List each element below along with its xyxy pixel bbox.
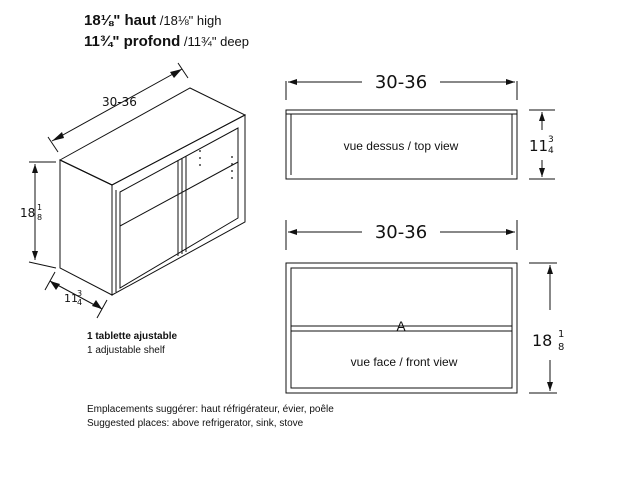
shelf-note-en: 1 adjustable shelf bbox=[87, 345, 165, 356]
iso-height-num: 1 bbox=[37, 203, 42, 212]
depth-spec: 11¾" profond /11¾" deep bbox=[84, 33, 249, 50]
iso-front-frame bbox=[111, 114, 246, 296]
front-view-opening bbox=[290, 267, 513, 389]
depth-spec-sub: /11¾" deep bbox=[180, 34, 250, 49]
iso-side-panel bbox=[59, 159, 113, 296]
front-height-den: 8 bbox=[558, 342, 564, 353]
top-depth-num: 3 bbox=[548, 135, 554, 145]
iso-shelf bbox=[119, 161, 239, 227]
suggested-places-en: Suggested places: above refrigerator, si… bbox=[87, 418, 304, 429]
shelf-arrow-glyph: A bbox=[396, 318, 406, 334]
top-view bbox=[285, 81, 555, 180]
front-height-whole: 18 bbox=[532, 331, 552, 350]
top-width-label: 30-36 bbox=[375, 72, 427, 93]
iso-width-label: 30-36 bbox=[102, 95, 137, 109]
iso-front-opening bbox=[119, 127, 239, 289]
height-spec-sub: /18⅛" high bbox=[156, 13, 222, 28]
height-spec: 18⅛" haut /18⅛" high bbox=[84, 12, 221, 29]
height-spec-main: 18⅛" haut bbox=[84, 12, 157, 29]
front-view-outline bbox=[285, 262, 518, 394]
iso-depth-den: 4 bbox=[77, 298, 82, 307]
iso-depth-whole: 11 bbox=[64, 292, 78, 305]
iso-height-whole: 18 bbox=[20, 206, 35, 220]
iso-cabinet bbox=[28, 62, 247, 319]
front-view-label: vue face / front view bbox=[351, 355, 458, 369]
top-depth-whole: 11 bbox=[529, 137, 548, 155]
shelf-note-fr: 1 tablette ajustable bbox=[87, 331, 178, 342]
iso-depth-num: 3 bbox=[77, 289, 82, 298]
front-width-label: 30-36 bbox=[375, 222, 427, 243]
dimension-arrowheads bbox=[32, 69, 553, 391]
top-view-label: vue dessus / top view bbox=[344, 139, 459, 153]
front-view bbox=[285, 220, 557, 394]
top-view-outline bbox=[285, 109, 518, 180]
depth-spec-main: 11¾" profond bbox=[84, 33, 181, 50]
iso-height-den: 8 bbox=[37, 213, 42, 222]
iso-width-dimension-line bbox=[51, 68, 183, 142]
iso-top-panel bbox=[58, 87, 247, 186]
top-depth-den: 4 bbox=[548, 146, 554, 156]
suggested-places-fr: Emplacements suggérer: haut réfrigérateu… bbox=[87, 404, 334, 415]
front-height-num: 1 bbox=[558, 329, 564, 340]
iso-shelf-pin-holes bbox=[199, 150, 233, 179]
